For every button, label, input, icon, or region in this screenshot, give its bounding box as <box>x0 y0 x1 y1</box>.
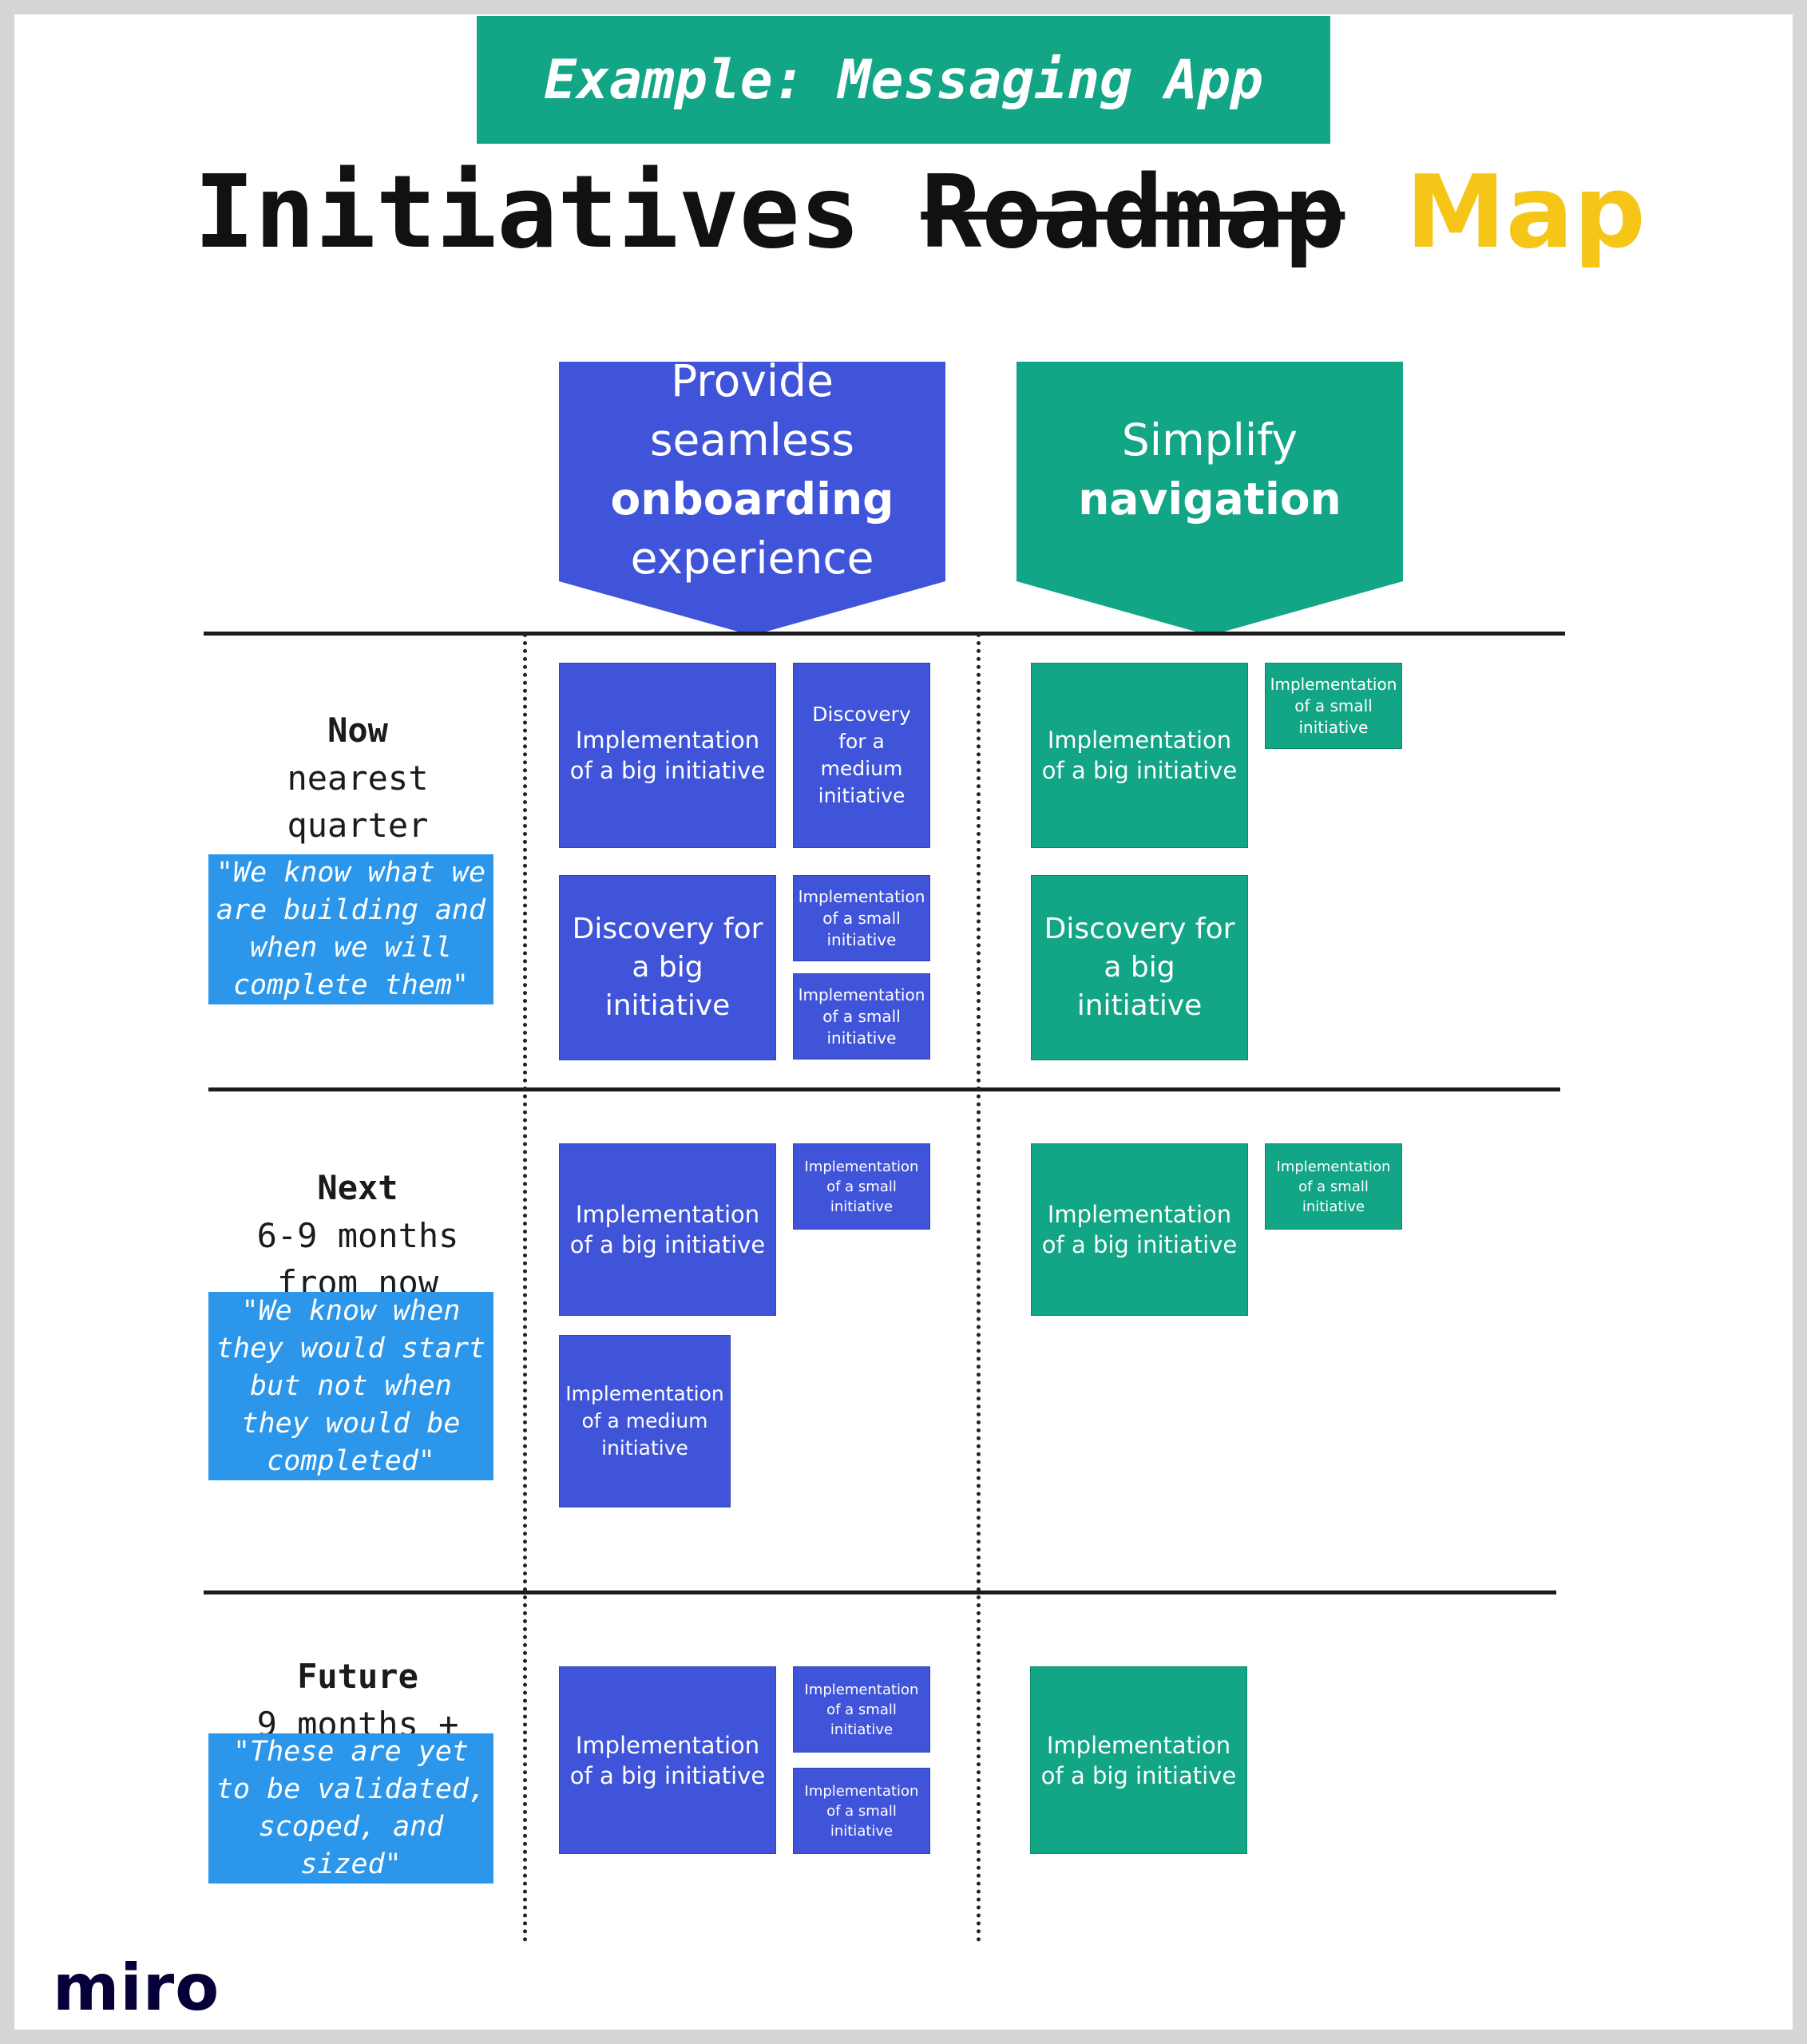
initiative-card[interactable]: Implementation of a small initiative <box>793 973 930 1060</box>
row-timeframe-line2: quarter <box>287 806 429 845</box>
theme-onboarding-line2: onboarding <box>610 473 894 525</box>
initiative-card[interactable]: Implementation of a big initiative <box>1031 1143 1248 1316</box>
row-quote-next: "We know when they would start but not w… <box>208 1292 493 1480</box>
row-name: Next <box>317 1168 398 1207</box>
pennant-shape <box>559 362 945 636</box>
pennant-shape <box>1016 362 1403 636</box>
column-divider-right <box>977 633 981 1943</box>
row-timeframe-line1: 6-9 months <box>256 1216 459 1255</box>
title-struck-word: Roadmap <box>921 153 1345 271</box>
theme-onboarding-pennant[interactable]: Provide seamless onboarding experience <box>559 355 945 636</box>
theme-navigation-line2: navigation <box>1078 473 1341 525</box>
title-main: Initiatives <box>194 153 861 271</box>
column-divider-left <box>523 633 527 1943</box>
row-name: Future <box>297 1657 418 1696</box>
initiative-card[interactable]: Implementation of a small initiative <box>793 1143 930 1230</box>
initiative-card[interactable]: Implementation of a small initiative <box>793 1666 930 1753</box>
initiative-card[interactable]: Implementation of a small initiative <box>1265 1143 1402 1230</box>
initiative-card[interactable]: Implementation of a big initiative <box>1030 1666 1247 1854</box>
theme-onboarding-text: Provide seamless onboarding experience <box>567 355 937 584</box>
title-accent-word: Map <box>1405 153 1646 271</box>
row-label-next: Next 6-9 months from now <box>206 1164 509 1306</box>
initiative-card[interactable]: Implementation of a big initiative <box>1031 663 1248 848</box>
miro-logo: miro <box>53 1951 220 2025</box>
theme-onboarding-line1: Provide seamless <box>649 355 855 465</box>
initiative-card[interactable]: Implementation of a small initiative <box>1265 663 1402 749</box>
initiative-card[interactable]: Implementation of a big initiative <box>559 1666 776 1854</box>
initiative-card[interactable]: Implementation of a small initiative <box>793 875 930 961</box>
theme-navigation-line1: Simplify <box>1121 414 1298 465</box>
board: Example: Messaging App Initiatives Roadm… <box>14 14 1793 2030</box>
initiative-card[interactable]: Discovery for a big initiative <box>559 875 776 1060</box>
row-quote-future: "These are yet to be validated, scoped, … <box>208 1733 493 1884</box>
initiative-card[interactable]: Implementation of a medium initiative <box>559 1335 731 1507</box>
theme-onboarding-line3: experience <box>630 533 874 584</box>
row-timeframe-line1: nearest <box>287 759 429 798</box>
row-divider-next-future <box>204 1590 1556 1594</box>
row-label-now: Now nearest quarter <box>206 707 509 849</box>
theme-navigation-text: Simplify navigation <box>1024 362 1395 577</box>
row-divider-now-next <box>208 1087 1560 1091</box>
page-title: Initiatives Roadmap Map <box>194 149 1646 276</box>
initiative-card[interactable]: Implementation of a small initiative <box>793 1768 930 1854</box>
row-quote-now: "We know what we are building and when w… <box>208 854 493 1004</box>
theme-navigation-pennant[interactable]: Simplify navigation <box>1016 362 1403 636</box>
initiative-card[interactable]: Discovery for a big initiative <box>1031 875 1248 1060</box>
example-banner: Example: Messaging App <box>477 16 1330 144</box>
initiative-card[interactable]: Implementation of a big initiative <box>559 1143 776 1316</box>
row-divider-top <box>204 632 1565 636</box>
initiative-card[interactable]: Implementation of a big initiative <box>559 663 776 848</box>
row-name: Now <box>327 711 388 750</box>
initiative-card[interactable]: Discovery for a medium initiative <box>793 663 930 848</box>
